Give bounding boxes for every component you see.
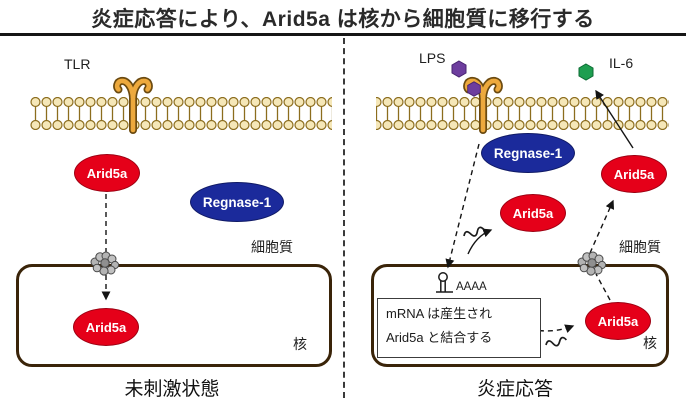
- cell-membrane-right: [376, 97, 669, 130]
- cytoplasm-label-left: 細胞質: [251, 239, 293, 255]
- regnase1-ellipse-left: Regnase-1: [190, 182, 284, 222]
- caption-left: 未刺激状態: [124, 379, 220, 400]
- caption-right: 炎症応答: [476, 379, 553, 400]
- nucleus-left: [16, 264, 332, 367]
- mrna-note-line1: mRNA は産生され: [386, 306, 493, 321]
- arrow-nucleus-arid5a-to-pore: [595, 273, 611, 301]
- arrow-pore-to-cytoplasm-arid5a: [589, 199, 615, 254]
- il6-label: IL-6: [609, 55, 634, 71]
- regnase1-ellipse-right: Regnase-1: [481, 133, 575, 173]
- arid5a-ellipse-right-mid: Arid5a: [500, 194, 566, 232]
- il6-molecule-icon: [578, 63, 594, 81]
- nucleus-label-right: 核: [643, 335, 657, 351]
- lps-molecule-icon-1: [451, 60, 467, 78]
- mrna-squiggle-nucleus-icon: [544, 335, 569, 350]
- cytoplasm-label-right: 細胞質: [619, 239, 661, 255]
- lps-label: LPS: [419, 50, 446, 66]
- arid5a-ellipse-right-nucleus: Arid5a: [585, 302, 651, 340]
- mrna-note-line2: Arid5a と結合する: [386, 330, 493, 345]
- arrow-mrna-binding-cytoplasm: [467, 228, 493, 255]
- arrow-arid5a-to-il6: [595, 89, 634, 149]
- arid5a-ellipse-left-nucleus: Arid5a: [73, 308, 139, 346]
- mrna-polya-label: AAAA: [456, 281, 487, 293]
- arid5a-ellipse-right-top: Arid5a: [601, 155, 667, 193]
- mrna-stem-loop-icon: [436, 272, 453, 293]
- nucleus-label-left: 核: [293, 336, 307, 352]
- panel-divider: [343, 38, 345, 398]
- mrna-squiggle-cytoplasm-icon: [462, 225, 486, 240]
- title-underline: [0, 33, 686, 36]
- nuclear-pore-icon-left: [90, 251, 120, 276]
- lps-molecule-icon-2: [467, 81, 481, 97]
- cell-membrane-left: [30, 97, 332, 130]
- tlr-label: TLR: [64, 56, 91, 72]
- arrow-signal-to-mrna: [445, 143, 480, 269]
- arid5a-ellipse-left-cytoplasm: Arid5a: [74, 154, 140, 192]
- diagram-title: 炎症応答により、Arid5a は核から細胞質に移行する: [91, 8, 595, 31]
- mrna-note-box: mRNA は産生され Arid5a と結合する: [377, 298, 541, 358]
- nuclear-pore-icon-right: [577, 251, 607, 276]
